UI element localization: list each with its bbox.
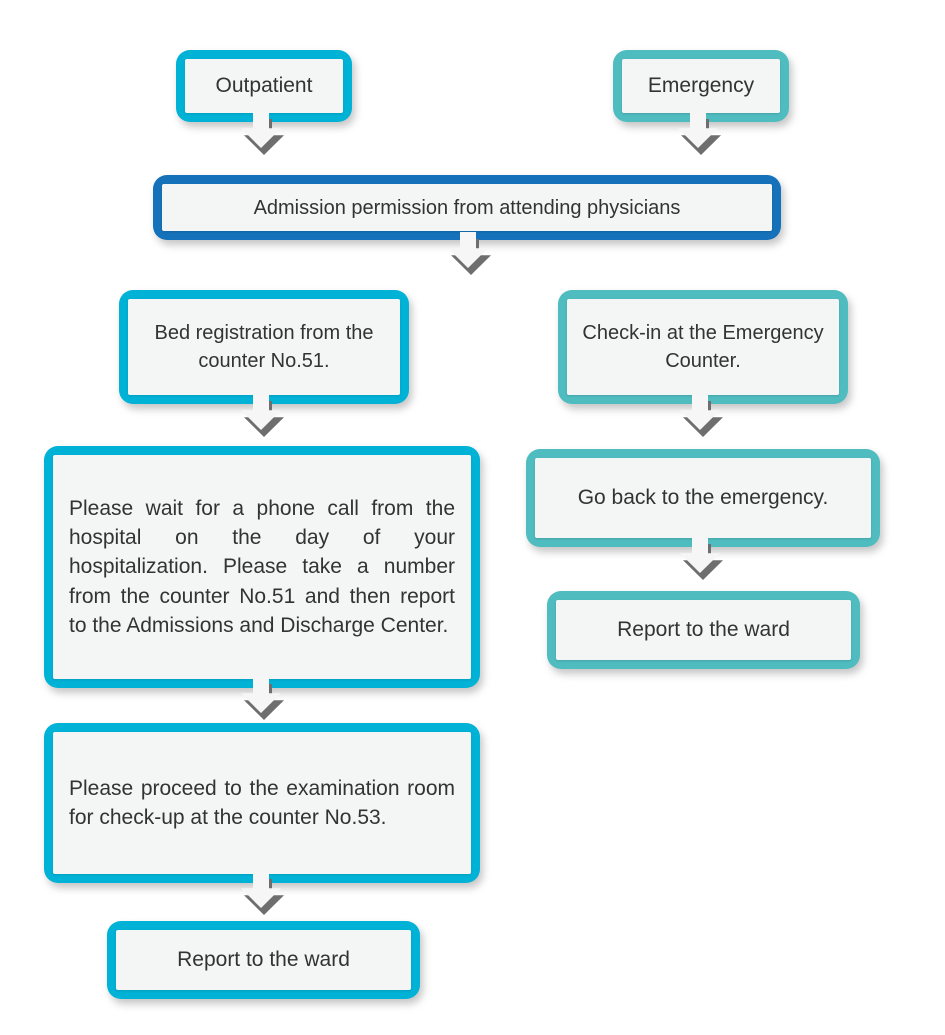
node-check-in-panel: Check-in at the Emergency Counter. — [567, 299, 839, 395]
node-report-ward-left-label: Report to the ward — [177, 948, 350, 972]
node-go-back-label: Go back to the emergency. — [577, 486, 829, 510]
arrow-outpatient-to-admission — [241, 112, 287, 156]
node-admission-permission-panel: Admission permission from attending phys… — [162, 184, 772, 231]
node-phone-call-label: Please wait for a phone call from the ho… — [69, 496, 455, 638]
node-phone-call-panel: Please wait for a phone call from the ho… — [53, 455, 471, 679]
node-report-ward-right[interactable]: Report to the ward — [547, 591, 860, 669]
arrow-phone-call-to-examination — [241, 677, 287, 721]
node-examination-label: Please proceed to the examination room f… — [69, 776, 455, 829]
node-bed-registration-label: Bed registration from the counter No.51. — [154, 322, 374, 372]
node-emergency[interactable]: Emergency — [613, 50, 789, 122]
node-emergency-panel: Emergency — [622, 59, 780, 113]
node-bed-registration-panel: Bed registration from the counter No.51. — [128, 299, 400, 395]
node-report-ward-right-panel: Report to the ward — [556, 600, 851, 660]
node-report-ward-left-panel: Report to the ward — [116, 930, 411, 990]
node-admission-permission-label: Admission permission from attending phys… — [253, 196, 681, 219]
arrow-check-in-to-go-back — [680, 394, 726, 438]
node-check-in[interactable]: Check-in at the Emergency Counter. — [558, 290, 848, 404]
node-go-back-panel: Go back to the emergency. — [535, 458, 871, 538]
node-go-back[interactable]: Go back to the emergency. — [526, 449, 880, 547]
arrow-admission-to-branch — [448, 232, 494, 276]
node-check-in-label: Check-in at the Emergency Counter. — [582, 322, 824, 372]
arrow-go-back-to-report-ward — [680, 537, 726, 581]
arrow-emergency-to-admission — [678, 112, 724, 156]
node-report-ward-right-label: Report to the ward — [617, 618, 790, 642]
node-examination[interactable]: Please proceed to the examination room f… — [44, 723, 480, 883]
node-report-ward-left[interactable]: Report to the ward — [107, 921, 420, 999]
arrow-bed-registration-to-phone-call — [241, 394, 287, 438]
arrow-examination-to-report-ward — [241, 872, 287, 916]
node-outpatient[interactable]: Outpatient — [176, 50, 352, 122]
node-emergency-label: Emergency — [647, 74, 755, 98]
node-outpatient-label: Outpatient — [215, 74, 313, 98]
node-phone-call[interactable]: Please wait for a phone call from the ho… — [44, 446, 480, 688]
node-bed-registration[interactable]: Bed registration from the counter No.51. — [119, 290, 409, 404]
node-examination-panel: Please proceed to the examination room f… — [53, 732, 471, 874]
node-outpatient-panel: Outpatient — [185, 59, 343, 113]
node-admission-permission[interactable]: Admission permission from attending phys… — [153, 175, 781, 240]
